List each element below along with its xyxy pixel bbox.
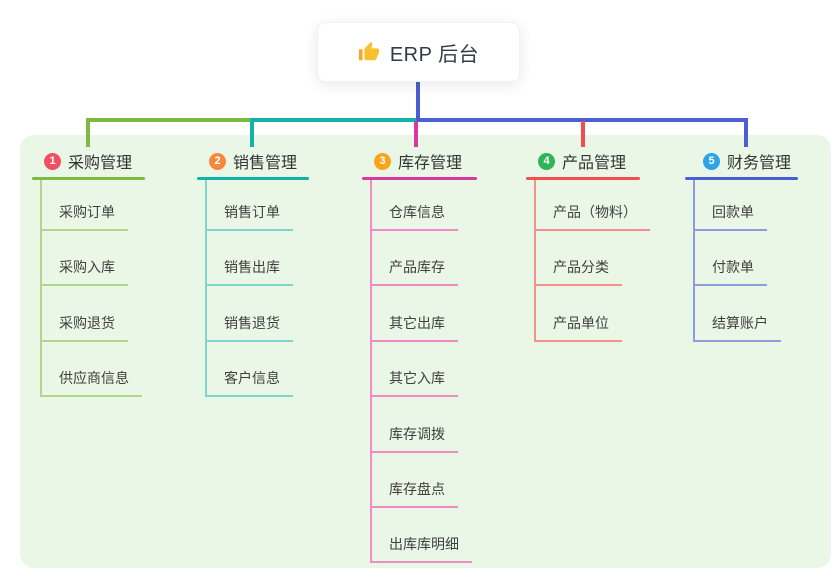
branch-children: 销售订单 销售出库 销售退货 客户信息 — [205, 180, 309, 398]
connector-horizontal-sales — [250, 118, 416, 122]
connector-drop-product — [581, 121, 585, 147]
child-node[interactable]: 供应商信息 — [42, 368, 142, 398]
child-row: 仓库信息 — [372, 180, 477, 231]
branches-panel — [20, 135, 831, 568]
child-node[interactable]: 产品单位 — [536, 313, 622, 342]
branch-title-node[interactable]: 3 库存管理 — [362, 148, 477, 174]
child-row: 产品（物料） — [536, 180, 650, 231]
child-row: 采购订单 — [42, 180, 145, 231]
child-row: 库存调拨 — [372, 397, 477, 453]
connector-drop-finance — [744, 118, 748, 147]
branch-title-node[interactable]: 4 产品管理 — [526, 148, 640, 174]
branch-underline — [32, 177, 145, 180]
child-node[interactable]: 销售出库 — [207, 257, 293, 287]
child-row: 产品单位 — [536, 286, 640, 342]
priority-badge: 1 — [44, 152, 61, 170]
branch-purchase: 1 采购管理 采购订单 采购入库 采购退货 供应商信息 — [32, 148, 145, 398]
child-node[interactable]: 结算账户 — [695, 313, 781, 342]
child-node[interactable]: 仓库信息 — [372, 202, 458, 231]
child-row: 销售订单 — [207, 180, 309, 231]
child-node[interactable]: 其它入库 — [372, 368, 458, 398]
child-node[interactable]: 产品库存 — [372, 257, 458, 287]
branch-inventory: 3 库存管理 仓库信息 产品库存 其它出库 其它入库 库存调拨 库存盘点 出库库… — [362, 148, 477, 564]
child-row: 出库库明细 — [372, 508, 477, 564]
child-node[interactable]: 出库库明细 — [372, 534, 472, 564]
child-node[interactable]: 回款单 — [695, 202, 767, 231]
branch-children: 仓库信息 产品库存 其它出库 其它入库 库存调拨 库存盘点 出库库明细 — [370, 180, 477, 564]
branch-children: 产品（物料） 产品分类 产品单位 — [534, 180, 650, 342]
child-row: 回款单 — [695, 180, 798, 231]
branch-title: 产品管理 — [562, 155, 627, 172]
child-node[interactable]: 采购入库 — [42, 257, 128, 287]
child-node[interactable]: 客户信息 — [207, 368, 293, 398]
child-row: 其它出库 — [372, 286, 477, 342]
child-node[interactable]: 库存调拨 — [372, 424, 458, 453]
child-row: 客户信息 — [207, 342, 309, 398]
branch-underline — [526, 177, 640, 180]
child-node[interactable]: 销售退货 — [207, 313, 293, 342]
branch-underline — [197, 177, 309, 180]
connector-drop-sales — [250, 118, 254, 147]
branch-finance: 5 财务管理 回款单 付款单 结算账户 — [685, 148, 798, 342]
child-node[interactable]: 采购退货 — [42, 313, 128, 342]
branch-sales: 2 销售管理 销售订单 销售出库 销售退货 客户信息 — [197, 148, 309, 398]
child-row: 其它入库 — [372, 342, 477, 398]
branch-title: 销售管理 — [233, 155, 298, 172]
priority-badge: 4 — [538, 152, 555, 170]
branch-title: 库存管理 — [398, 155, 463, 172]
connector-horizontal-right — [416, 118, 748, 122]
priority-badge: 2 — [209, 152, 226, 170]
child-node[interactable]: 付款单 — [695, 257, 767, 287]
child-node[interactable]: 产品分类 — [536, 257, 622, 287]
root-node[interactable]: ERP 后台 — [317, 22, 520, 82]
child-row: 结算账户 — [695, 286, 798, 342]
child-node[interactable]: 采购订单 — [42, 202, 128, 231]
child-node[interactable]: 销售订单 — [207, 202, 293, 231]
connector-drop-purchase — [86, 118, 90, 147]
branch-children: 采购订单 采购入库 采购退货 供应商信息 — [40, 180, 145, 398]
child-row: 付款单 — [695, 231, 798, 287]
root-title: ERP 后台 — [389, 43, 480, 66]
branch-children: 回款单 付款单 结算账户 — [693, 180, 798, 342]
connector-horizontal-purchase — [86, 118, 252, 122]
priority-badge: 3 — [374, 152, 391, 170]
branch-underline — [685, 177, 798, 180]
connector-trunk — [416, 81, 420, 120]
priority-badge: 5 — [703, 152, 720, 170]
branch-title: 财务管理 — [727, 155, 792, 172]
branch-title-node[interactable]: 5 财务管理 — [685, 148, 798, 174]
child-row: 销售退货 — [207, 286, 309, 342]
child-row: 产品分类 — [536, 231, 640, 287]
child-node[interactable]: 库存盘点 — [372, 479, 458, 508]
branch-title-node[interactable]: 1 采购管理 — [32, 148, 145, 174]
branch-underline — [362, 177, 477, 180]
child-node[interactable]: 其它出库 — [372, 313, 458, 342]
child-row: 采购入库 — [42, 231, 145, 287]
child-node[interactable]: 产品（物料） — [536, 202, 650, 231]
child-row: 采购退货 — [42, 286, 145, 342]
child-row: 产品库存 — [372, 231, 477, 287]
thumbs-up-icon — [358, 41, 380, 63]
connector-drop-inventory — [414, 121, 418, 147]
child-row: 库存盘点 — [372, 453, 477, 508]
branch-title: 采购管理 — [68, 155, 133, 172]
child-row: 销售出库 — [207, 231, 309, 287]
child-row: 供应商信息 — [42, 342, 145, 398]
branch-product: 4 产品管理 产品（物料） 产品分类 产品单位 — [526, 148, 650, 342]
branch-title-node[interactable]: 2 销售管理 — [197, 148, 309, 174]
